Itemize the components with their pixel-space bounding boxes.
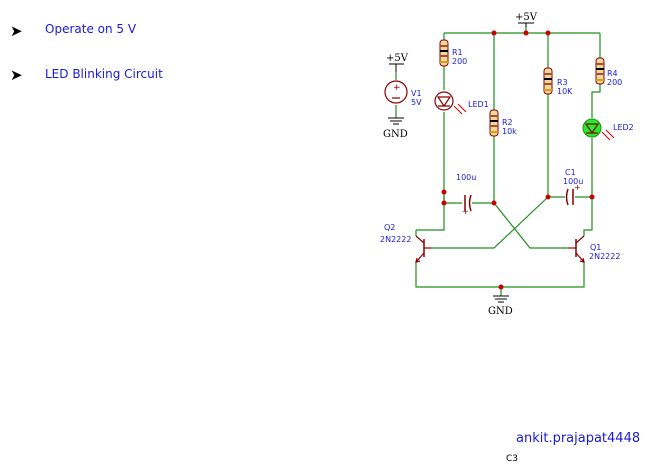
q2-name: Q2 <box>384 223 395 232</box>
svg-text:+: + <box>574 183 581 192</box>
transistor-q2: Q2 2N2222 <box>380 223 432 263</box>
footer-c3-label: C3 <box>506 454 519 464</box>
note-operate-5v: Operate on 5 V <box>45 22 137 36</box>
author-label: ankit.prajapat4448 <box>516 431 641 446</box>
q1-value: 2N2222 <box>589 252 620 261</box>
svg-text:+: + <box>462 207 469 216</box>
c1-name: C1 <box>565 168 576 177</box>
capacitor-left: + 100u <box>456 173 476 216</box>
c-left-value: 100u <box>456 173 476 182</box>
led2-name: LED2 <box>613 123 634 132</box>
supply-top: +5V <box>515 12 538 27</box>
led1-name: LED1 <box>468 100 489 109</box>
junctions <box>441 30 595 290</box>
gnd-bottom-label: GND <box>488 306 513 317</box>
note-bullet-1: ➤ <box>10 22 23 40</box>
resistor-r3 <box>543 67 553 95</box>
r1-value: 200 <box>452 57 467 66</box>
q1-name: Q1 <box>590 243 601 252</box>
gnd-left-label: GND <box>383 129 408 140</box>
ground-bottom: GND <box>488 295 513 317</box>
resistor-r2 <box>489 109 499 137</box>
v1-value: 5V <box>411 98 422 107</box>
svg-text:+: + <box>393 83 401 93</box>
q2-value: 2N2222 <box>380 235 411 244</box>
resistor-r4 <box>595 57 605 85</box>
resistor-r1 <box>439 39 449 67</box>
r4-name: R4 <box>607 69 618 78</box>
r3-value: 10K <box>557 87 573 96</box>
transistor-q1: Q1 2N2222 <box>568 235 620 263</box>
r3-name: R3 <box>557 78 568 87</box>
supply-left-label: +5V <box>386 53 409 64</box>
supply-top-label: +5V <box>515 12 538 23</box>
r4-value: 200 <box>607 78 622 87</box>
c1-value: 100u <box>563 177 583 186</box>
r2-name: R2 <box>502 118 513 127</box>
voltage-source-v1: +5V + V1 5V GND <box>383 53 422 140</box>
r2-value: 10k <box>502 127 517 136</box>
capacitor-c1: + C1 100u <box>563 168 583 206</box>
led1: LED1 <box>434 91 489 115</box>
v1-name: V1 <box>411 89 422 98</box>
r1-name: R1 <box>452 48 463 57</box>
note-bullet-2: ➤ <box>10 66 23 84</box>
note-led-blinking: LED Blinking Circuit <box>45 67 163 81</box>
led2: LED2 <box>582 118 634 141</box>
